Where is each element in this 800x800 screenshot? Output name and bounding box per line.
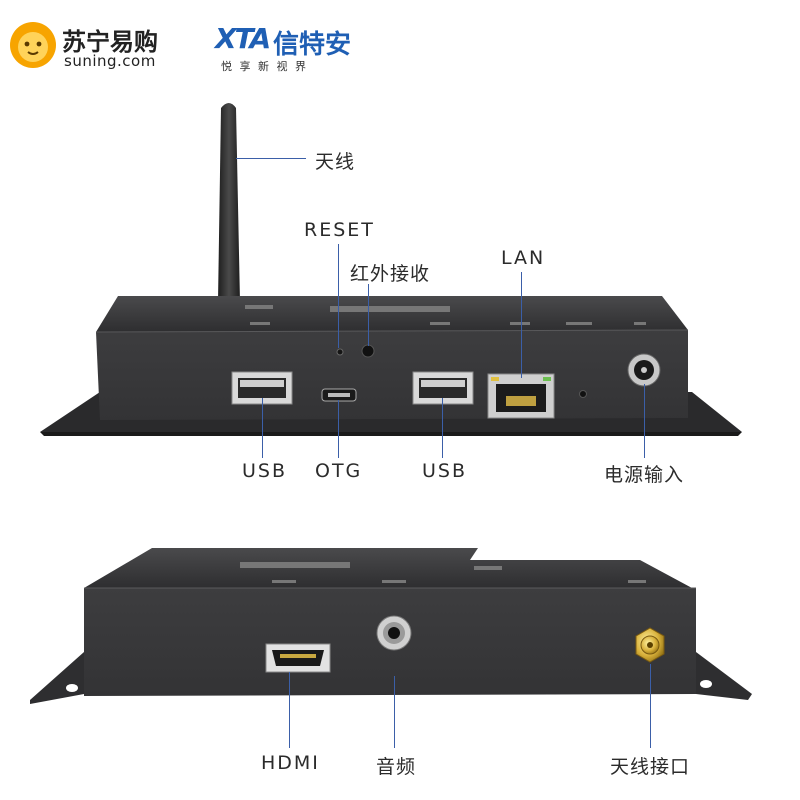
label-audio: 音频 xyxy=(376,756,417,778)
leader-reset xyxy=(338,244,339,348)
label-antenna: 天线 xyxy=(315,151,356,173)
audio-jack xyxy=(376,615,412,651)
label-usb-1: USB xyxy=(242,460,288,482)
label-ir-receiver: 红外接收 xyxy=(350,263,431,285)
leader-antenna-port xyxy=(650,664,651,748)
xta-brand-name: 信特安 xyxy=(273,30,352,60)
hdmi-port xyxy=(265,643,331,673)
usb-port-2 xyxy=(412,371,474,405)
antenna-sma-connector xyxy=(635,627,665,663)
label-power-input: 电源输入 xyxy=(604,464,685,486)
reset-hole xyxy=(336,348,344,356)
leader-lan xyxy=(521,272,522,378)
xta-mark: XTA xyxy=(215,22,271,55)
label-usb-2: USB xyxy=(422,460,468,482)
leader-usb1 xyxy=(262,398,263,458)
leader-power xyxy=(644,384,645,458)
leader-ir xyxy=(368,284,369,346)
ir-receiver-window xyxy=(361,344,375,358)
label-antenna-port: 天线接口 xyxy=(610,756,691,778)
xta-logo: XTA 信特安 悦 享 新 视 界 xyxy=(215,22,375,74)
label-otg: OTG xyxy=(315,460,363,482)
label-reset: RESET xyxy=(304,219,375,241)
suning-domain: suning.com xyxy=(64,52,156,70)
power-jack xyxy=(627,353,661,387)
top-device-body xyxy=(40,296,742,436)
leader-antenna xyxy=(236,158,306,159)
suning-logo: 苏宁易购 suning.com xyxy=(8,20,178,72)
suning-lion-icon xyxy=(10,22,56,68)
leader-hdmi xyxy=(289,672,290,748)
leader-otg xyxy=(338,400,339,458)
leader-audio xyxy=(394,676,395,748)
suning-brand-name: 苏宁易购 xyxy=(62,28,158,56)
lan-port xyxy=(487,373,555,419)
bottom-device-body xyxy=(30,548,752,704)
otg-port xyxy=(321,388,357,402)
label-lan: LAN xyxy=(501,247,546,269)
antenna xyxy=(218,103,240,302)
label-hdmi: HDMI xyxy=(261,752,320,774)
xta-slogan: 悦 享 新 视 界 xyxy=(221,60,308,73)
leader-usb2 xyxy=(442,398,443,458)
